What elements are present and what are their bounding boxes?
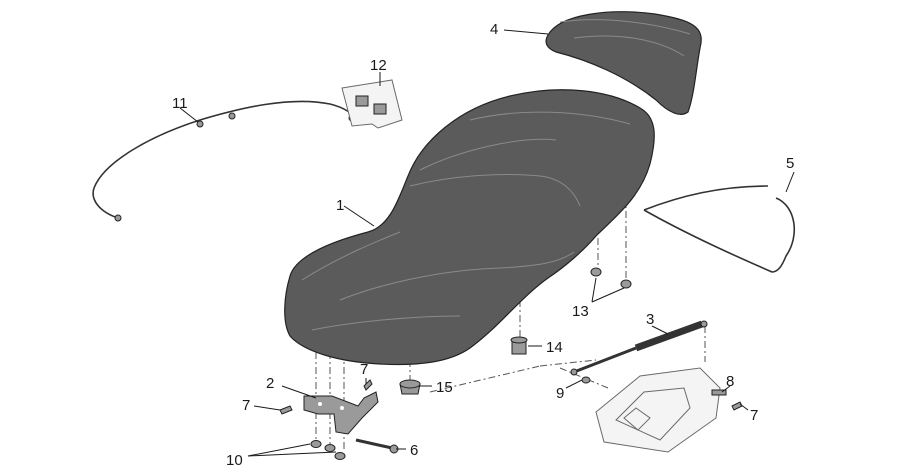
callout-2: 2 — [266, 375, 274, 392]
callout-14: 14 — [546, 339, 563, 356]
leader-lines — [179, 29, 795, 457]
callout-6: 6 — [410, 442, 418, 459]
wire-loop-part[interactable] — [643, 185, 795, 273]
callout-12: 12 — [370, 57, 387, 74]
callout-labels: 1 2 3 4 5 6 7 7 7 8 9 10 11 12 13 14 15 — [172, 21, 794, 468]
callout-3: 3 — [646, 311, 654, 328]
bolt-6-part[interactable] — [355, 438, 399, 454]
callout-13: 13 — [572, 303, 589, 320]
storage-box-part[interactable] — [595, 367, 721, 453]
backrest-part[interactable] — [545, 11, 702, 115]
pin-9-part[interactable] — [581, 376, 591, 384]
callout-5: 5 — [786, 155, 794, 172]
callout-4: 4 — [490, 21, 498, 38]
callout-7b: 7 — [360, 361, 368, 378]
pin-7b-part[interactable] — [363, 379, 373, 391]
seat-part[interactable] — [284, 89, 655, 366]
buffer-14-part[interactable] — [510, 336, 528, 355]
callout-10: 10 — [226, 452, 243, 468]
nut-10-part[interactable] — [310, 440, 346, 460]
callout-11: 11 — [172, 95, 188, 112]
callout-8: 8 — [726, 373, 734, 390]
callout-7a: 7 — [242, 397, 250, 414]
fastener-13-part[interactable] — [590, 267, 632, 289]
callout-7c: 7 — [750, 407, 758, 424]
pin-7a-part[interactable] — [279, 405, 293, 415]
pin-8-part[interactable] — [711, 389, 727, 396]
cable-part[interactable] — [92, 100, 357, 222]
bracket-2-part[interactable] — [303, 391, 379, 435]
buffer-15-part[interactable] — [399, 379, 421, 395]
gas-strut-part[interactable] — [570, 320, 708, 376]
callout-15: 15 — [436, 379, 453, 396]
callout-1: 1 — [336, 197, 344, 214]
plate-part[interactable] — [341, 79, 403, 129]
pin-7c-part[interactable] — [731, 401, 743, 411]
callout-9: 9 — [556, 385, 564, 402]
